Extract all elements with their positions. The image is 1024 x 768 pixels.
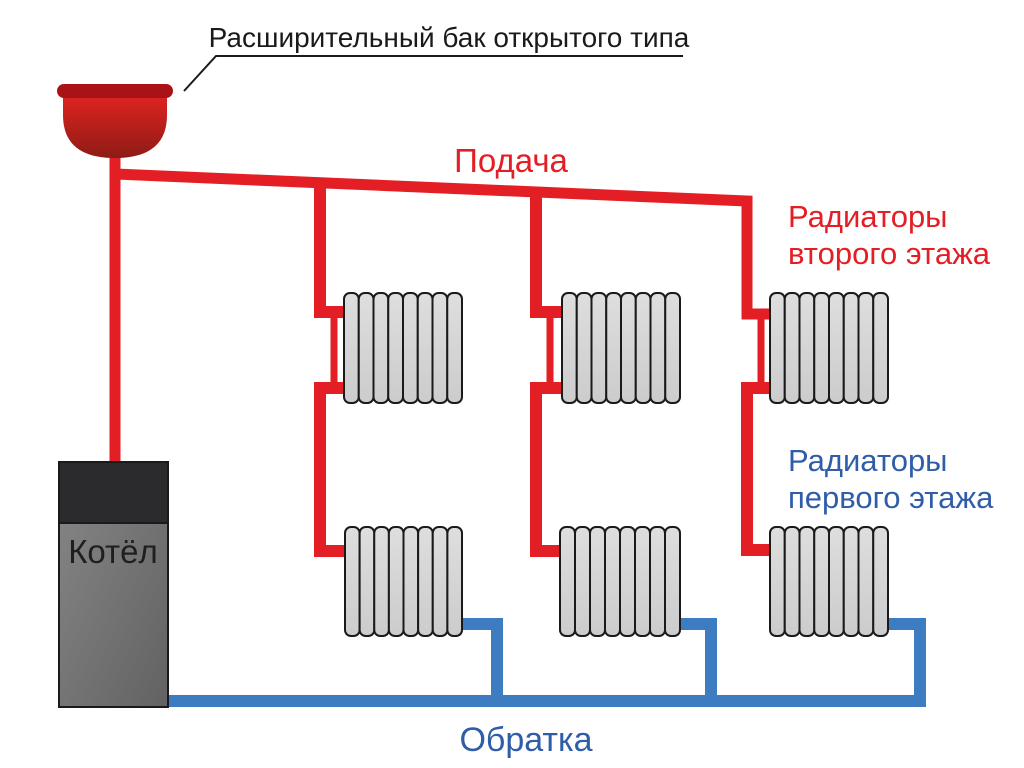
return-drop-1 (459, 618, 503, 700)
radiator-section (402, 526, 420, 637)
radiator-section (358, 526, 376, 637)
radiator-section (842, 292, 860, 404)
radiator-section (813, 526, 830, 637)
radiator-section (402, 292, 419, 404)
radiator-section (872, 526, 889, 637)
return-piping (167, 618, 926, 707)
radiator-section (798, 526, 816, 637)
radiator-2f-2 (561, 292, 681, 404)
radiator-section (783, 526, 801, 637)
radiator-section (634, 292, 652, 404)
riser-2-lower (530, 382, 567, 557)
first-floor-radiators-label: Радиаторы первого этажа (788, 443, 994, 515)
radiator-section (387, 292, 404, 404)
supply-label: Подача (454, 142, 568, 179)
radiator-section (828, 292, 845, 404)
radiator-2f-3 (769, 292, 889, 404)
radiator-section (372, 292, 390, 404)
supply-piping (109, 150, 776, 557)
return-drop-2 (677, 618, 717, 700)
radiator-section (769, 526, 786, 637)
return-drop-3 (885, 618, 926, 700)
leader-line (183, 55, 683, 92)
radiator-section (373, 526, 390, 637)
radiator-1f-3 (769, 526, 889, 637)
radiator-section (590, 292, 608, 404)
radiator-section (446, 526, 464, 637)
expansion-tank (57, 84, 173, 158)
radiator-section (431, 292, 449, 404)
radiator-section (649, 526, 666, 637)
radiator-section (649, 292, 667, 404)
radiator-section (605, 292, 622, 404)
radiator-1f-2 (559, 526, 681, 637)
boiler-label: Котёл (68, 533, 158, 570)
boiler-top-panel (58, 461, 169, 524)
radiator-section (857, 526, 875, 637)
first-floor-label-line2: первого этажа (788, 480, 994, 515)
radiator-section (664, 526, 681, 637)
radiator-1f-1 (344, 526, 464, 637)
radiator-section (357, 292, 375, 404)
radiator-section (828, 526, 845, 637)
first-floor-label-line1: Радиаторы (788, 443, 947, 478)
radiator-section (769, 292, 786, 404)
second-floor-label-line1: Радиаторы (788, 199, 947, 234)
radiator-section (619, 526, 636, 637)
expansion-tank-rim (57, 84, 173, 98)
radiator-section (446, 292, 463, 404)
radiator-section (416, 292, 434, 404)
radiator-section (798, 292, 816, 404)
radiator-section (431, 526, 449, 637)
return-label: Обратка (459, 721, 592, 759)
radiator-section (842, 526, 860, 637)
radiator-section (344, 526, 361, 637)
radiator-section (574, 526, 591, 637)
radiator-section (343, 292, 360, 404)
radiator-2f-1 (343, 292, 463, 404)
radiator-section (813, 292, 830, 404)
radiator-section (634, 526, 651, 637)
riser-1-upper (314, 180, 350, 318)
expansion-tank-label: Расширительный бак открытого типа (209, 22, 690, 53)
radiator-section (417, 526, 434, 637)
radiator-section (783, 292, 801, 404)
boiler: Котёл (58, 461, 169, 708)
riser-2-upper (530, 189, 567, 318)
radiator-section (387, 526, 405, 637)
radiator-section (620, 292, 637, 404)
second-floor-label-line2: второго этажа (788, 236, 991, 271)
radiator-section (561, 292, 578, 404)
riser-1-lower (314, 382, 351, 557)
radiator-section (604, 526, 621, 637)
expansion-tank-body (63, 92, 167, 158)
radiator-section (872, 292, 889, 404)
radiator-section (575, 292, 593, 404)
riser-3-lower (741, 382, 776, 556)
radiator-section (559, 526, 576, 637)
radiator-section (589, 526, 606, 637)
radiator-section (857, 292, 875, 404)
radiator-section (664, 292, 681, 404)
second-floor-radiators-label: Радиаторы второго этажа (788, 199, 991, 271)
